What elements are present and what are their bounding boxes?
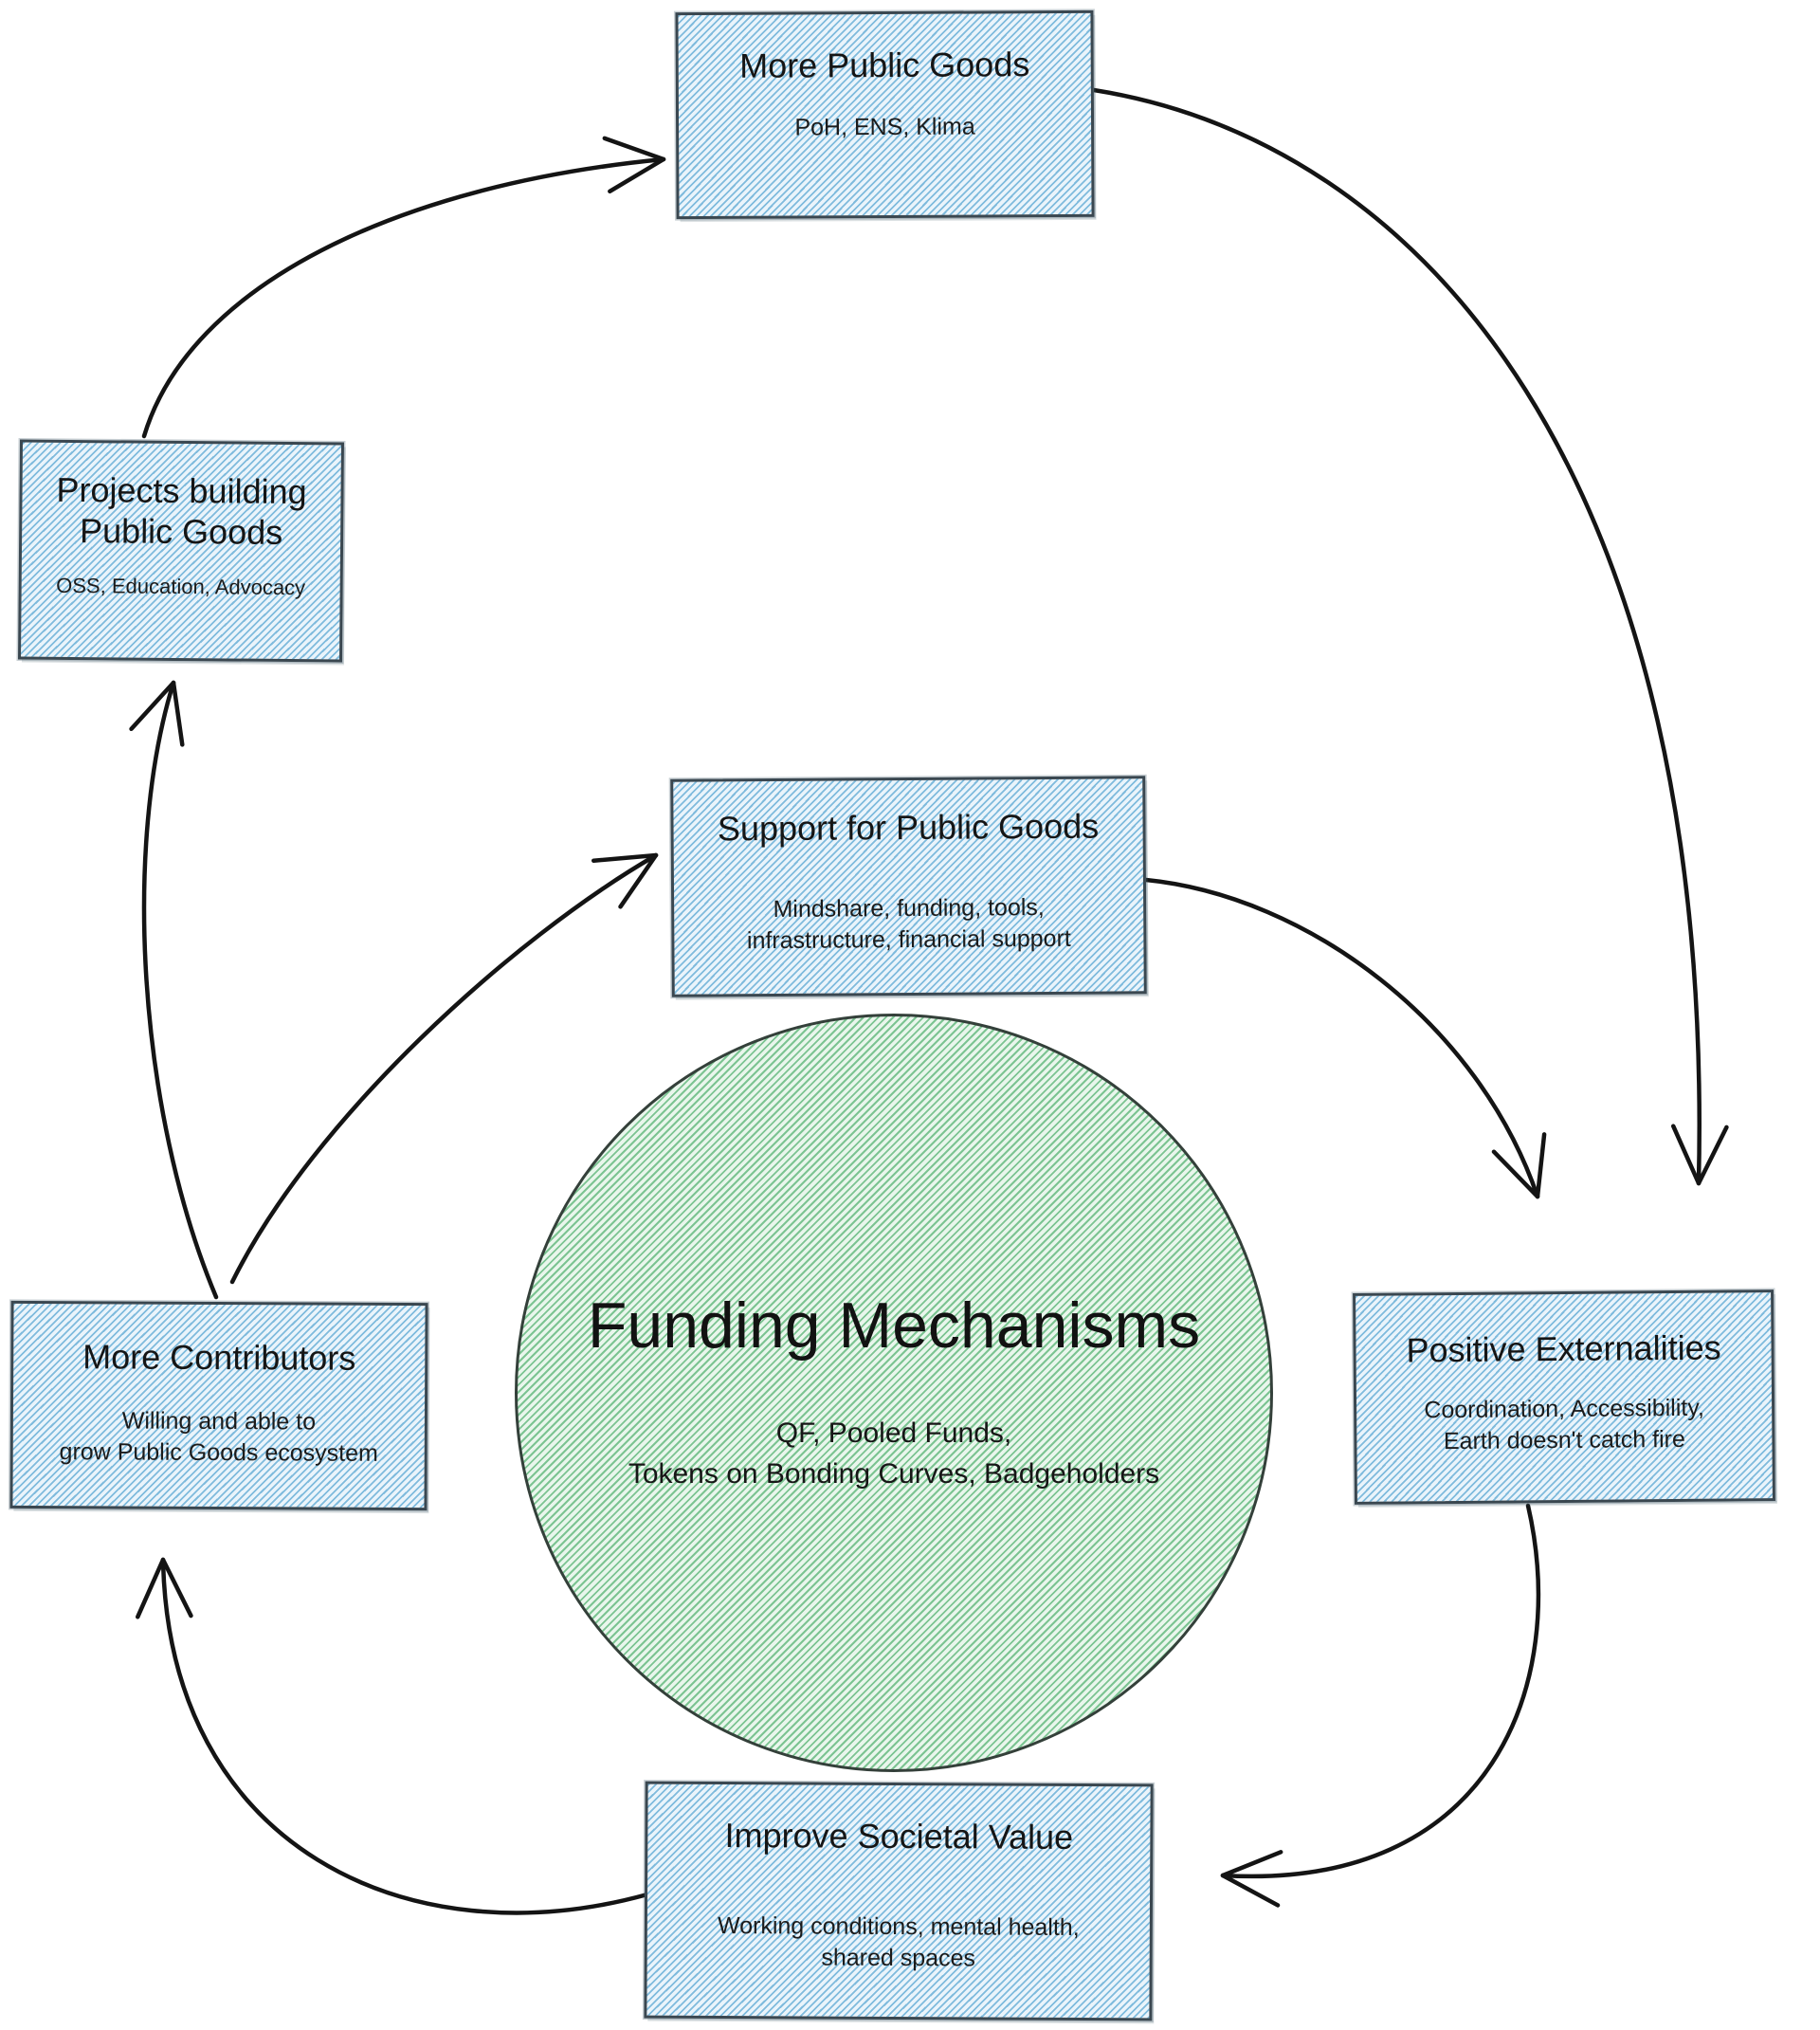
- node-improve-societal-value: Improve Societal Value Working condition…: [644, 1781, 1154, 2021]
- center-subtitle: QF, Pooled Funds, Tokens on Bonding Curv…: [628, 1417, 1160, 1490]
- arrowhead: [608, 156, 666, 194]
- arrowhead: [1535, 1132, 1547, 1199]
- arrow-more-public-goods-to-positive-externalities: [1091, 87, 1702, 1186]
- arrow-more-contributors-to-support: [229, 852, 659, 1285]
- arrowhead: [1696, 1125, 1729, 1186]
- arrowhead: [136, 1557, 166, 1619]
- arrow-more-contributors-to-projects: [141, 680, 219, 1300]
- node-title: More Contributors: [82, 1337, 356, 1378]
- arrowhead: [1220, 1873, 1281, 1908]
- center-title: Funding Mechanisms: [587, 1289, 1201, 1362]
- node-subtitle: Willing and able to grow Public Goods ec…: [59, 1407, 378, 1468]
- node-title: Support for Public Goods: [717, 806, 1100, 849]
- node-support-for-public-goods: Support for Public Goods Mindshare, fund…: [670, 776, 1147, 997]
- arrowhead: [618, 852, 659, 909]
- node-subtitle: PoH, ENS, Klima: [794, 113, 975, 141]
- node-subtitle: Coordination, Accessibility, Earth doesn…: [1424, 1394, 1704, 1455]
- node-subtitle: Working conditions, mental health, share…: [717, 1912, 1080, 1972]
- node-title: Positive Externalities: [1406, 1327, 1721, 1370]
- arrowhead: [1220, 1850, 1283, 1878]
- node-title: More Public Goods: [739, 45, 1030, 85]
- node-more-contributors: More Contributors Willing and able to gr…: [9, 1300, 428, 1511]
- arrow-projects-to-more-public-goods: [141, 156, 666, 439]
- node-subtitle: Mindshare, funding, tools, infrastructur…: [746, 894, 1071, 955]
- node-title: Projects building Public Goods: [56, 469, 307, 553]
- arrow-support-to-positive-externalities: [1143, 877, 1540, 1199]
- arrowhead: [129, 680, 176, 732]
- arrow-positive-externalities-to-improve-societal-value: [1220, 1503, 1540, 1879]
- node-projects-building-public-goods: Projects building Public Goods OSS, Educ…: [17, 439, 345, 663]
- arrowhead: [591, 852, 659, 863]
- node-subtitle: OSS, Education, Advocacy: [56, 574, 306, 600]
- node-positive-externalities: Positive Externalities Coordination, Acc…: [1353, 1289, 1775, 1505]
- arrowhead: [171, 680, 185, 747]
- node-title: Improve Societal Value: [724, 1816, 1074, 1856]
- arrow-improve-societal-value-to-more-contributors: [160, 1557, 650, 1915]
- arrowhead: [1491, 1149, 1540, 1199]
- arrowhead: [1670, 1124, 1702, 1186]
- arrowhead: [602, 136, 666, 162]
- node-more-public-goods: More Public Goods PoH, ENS, Klima: [675, 9, 1095, 220]
- arrowhead: [160, 1557, 193, 1619]
- node-funding-mechanisms: Funding Mechanisms QF, Pooled Funds, Tok…: [515, 1014, 1273, 1772]
